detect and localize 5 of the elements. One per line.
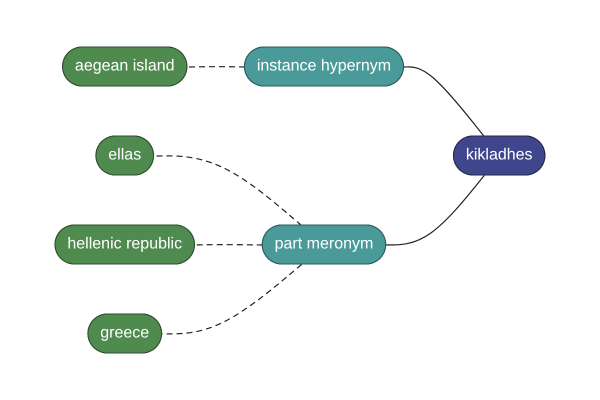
connector xyxy=(386,175,485,246)
connector xyxy=(404,66,485,137)
connector xyxy=(154,155,302,226)
connector xyxy=(194,244,263,246)
connector xyxy=(187,66,245,68)
